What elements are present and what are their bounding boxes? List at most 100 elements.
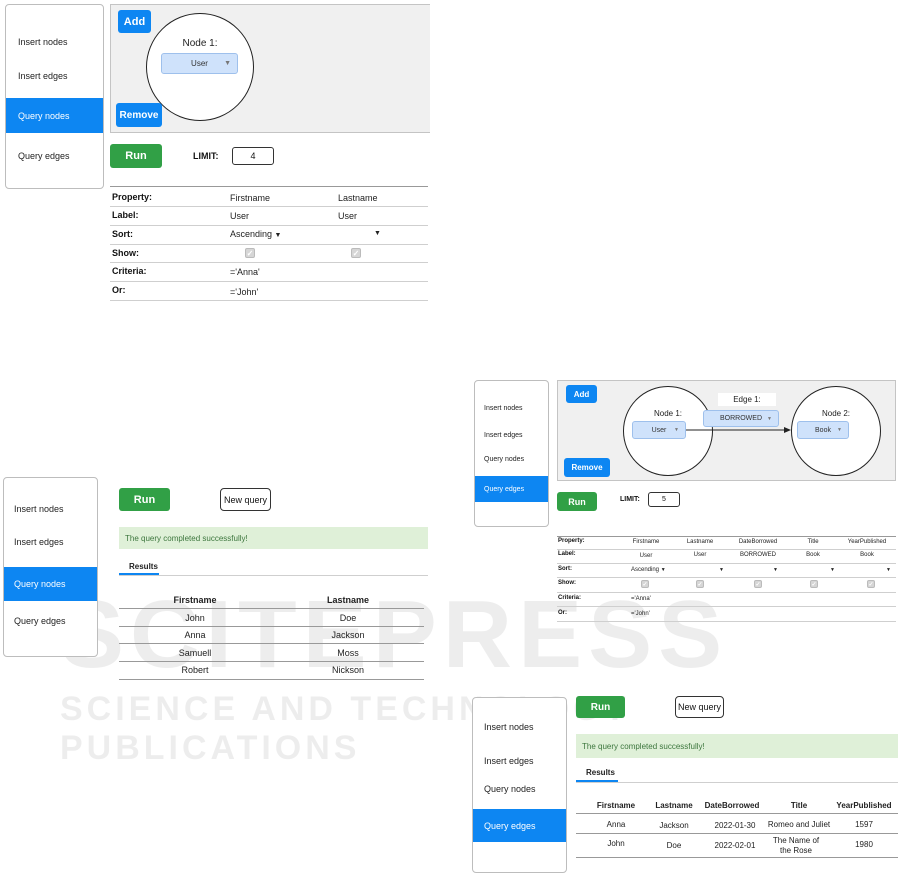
cell-label: BORROWED bbox=[740, 552, 776, 558]
node2-title: Node 2: bbox=[821, 409, 851, 418]
criteria-input[interactable]: ='Anna' bbox=[230, 267, 260, 277]
or-input[interactable]: ='John' bbox=[631, 611, 650, 617]
results-cell: Doe bbox=[339, 613, 357, 623]
sidebar-br: Insert nodes Insert edges Query nodes Qu… bbox=[472, 697, 567, 873]
show-checkbox[interactable]: ✓ bbox=[641, 580, 649, 588]
show-checkbox[interactable]: ✓ bbox=[351, 248, 361, 258]
row-rule bbox=[119, 661, 424, 662]
sidebar-item-insert-nodes[interactable]: Insert nodes bbox=[484, 404, 523, 412]
row-rule bbox=[110, 300, 428, 301]
results-cell: Romeo and Juliet bbox=[767, 820, 831, 829]
sidebar-item-query-edges[interactable]: Query edges bbox=[473, 809, 566, 842]
row-rule bbox=[557, 577, 896, 578]
tab-results[interactable]: Results bbox=[129, 562, 158, 571]
sort-select[interactable]: ▼ bbox=[719, 567, 724, 573]
show-checkbox[interactable]: ✓ bbox=[867, 580, 875, 588]
check-icon: ✓ bbox=[697, 581, 703, 588]
results-cell: Anna bbox=[606, 820, 626, 829]
sort-select[interactable]: Ascending ▼ bbox=[631, 567, 666, 573]
check-icon: ✓ bbox=[352, 248, 360, 258]
node-type-select[interactable]: User▼ bbox=[161, 53, 238, 74]
sidebar-item-query-edges[interactable]: Query edges bbox=[475, 476, 548, 502]
sidebar-item-query-edges[interactable]: Query edges bbox=[14, 616, 66, 626]
sidebar-item-insert-nodes[interactable]: Insert nodes bbox=[18, 37, 68, 47]
cell-label: Book bbox=[860, 552, 874, 558]
node2-select[interactable]: Book▼ bbox=[797, 421, 849, 439]
sidebar-item-insert-nodes[interactable]: Insert nodes bbox=[484, 722, 534, 732]
or-input[interactable]: ='John' bbox=[230, 287, 259, 297]
sort-select[interactable]: Ascending ▼ bbox=[230, 229, 282, 239]
criteria-input[interactable]: ='Anna' bbox=[631, 596, 651, 602]
remove-button[interactable]: Remove bbox=[564, 458, 610, 477]
sidebar-item-insert-edges[interactable]: Insert edges bbox=[14, 537, 64, 547]
results-cell: 1597 bbox=[855, 820, 873, 829]
sidebar-item-query-edges[interactable]: Query edges bbox=[18, 151, 70, 161]
sidebar-item-insert-edges[interactable]: Insert edges bbox=[484, 756, 534, 766]
edge1-select[interactable]: BORROWED▼ bbox=[703, 410, 779, 427]
run-button[interactable]: Run bbox=[110, 144, 162, 168]
sidebar-item-query-nodes[interactable]: Query nodes bbox=[6, 98, 103, 133]
tab-results-underline bbox=[576, 780, 618, 782]
row-rule bbox=[110, 206, 428, 207]
results-header: Firstname bbox=[596, 801, 636, 810]
cell-label: Book bbox=[806, 552, 820, 558]
limit-input[interactable]: 5 bbox=[648, 492, 680, 507]
cell-property: Lastname bbox=[686, 539, 714, 545]
cell-property: Title bbox=[807, 539, 819, 545]
caret-down-icon: ▼ bbox=[719, 567, 724, 573]
cell-property: DateBorrowed bbox=[738, 539, 778, 545]
add-button[interactable]: Add bbox=[566, 385, 597, 403]
header-rule bbox=[576, 813, 898, 814]
show-checkbox[interactable]: ✓ bbox=[245, 248, 255, 258]
show-checkbox[interactable]: ✓ bbox=[810, 580, 818, 588]
node1-select[interactable]: User▼ bbox=[632, 421, 686, 439]
results-cell: 2022-02-01 bbox=[714, 841, 756, 850]
cell-property: Lastname bbox=[338, 193, 378, 203]
tab-results-underline bbox=[119, 573, 159, 575]
show-checkbox[interactable]: ✓ bbox=[754, 580, 762, 588]
row-label-property: Property: bbox=[112, 192, 153, 202]
row-rule bbox=[557, 592, 896, 593]
tab-rule bbox=[576, 782, 898, 783]
limit-input[interactable]: 4 bbox=[232, 147, 274, 165]
tab-results[interactable]: Results bbox=[586, 768, 615, 777]
sort-select[interactable]: ▼ bbox=[830, 567, 835, 573]
sidebar-item-query-nodes[interactable]: Query nodes bbox=[484, 784, 536, 794]
results-header: Lastname bbox=[655, 801, 693, 810]
tab-rule bbox=[119, 575, 428, 576]
add-button[interactable]: Add bbox=[118, 10, 151, 33]
check-icon: ✓ bbox=[642, 581, 648, 588]
results-cell: Nickson bbox=[331, 665, 364, 675]
row-label-sort: Sort: bbox=[558, 566, 572, 572]
cell-label: User bbox=[693, 552, 707, 558]
caret-down-icon: ▼ bbox=[374, 230, 381, 237]
run-button[interactable]: Run bbox=[576, 696, 625, 718]
sidebar-item-insert-edges[interactable]: Insert edges bbox=[18, 71, 68, 81]
run-button[interactable]: Run bbox=[557, 492, 597, 511]
row-rule bbox=[557, 549, 896, 550]
new-query-button[interactable]: New query bbox=[220, 488, 271, 511]
run-button[interactable]: Run bbox=[119, 488, 170, 511]
remove-button[interactable]: Remove bbox=[116, 103, 162, 127]
results-header: YearPublished bbox=[836, 801, 892, 810]
sort-select[interactable]: ▼ bbox=[886, 567, 891, 573]
row-label-property: Property: bbox=[558, 538, 585, 544]
sidebar-item-query-nodes[interactable]: Query nodes bbox=[484, 455, 525, 463]
sort-select[interactable]: ▼ bbox=[374, 230, 381, 237]
cell-label: User bbox=[639, 553, 653, 559]
cell-label: User bbox=[230, 211, 250, 221]
sidebar-item-query-nodes[interactable]: Query nodes bbox=[4, 567, 97, 601]
results-cell: Moss bbox=[337, 648, 359, 658]
results-header: Title bbox=[790, 801, 808, 810]
row-label-label: Label: bbox=[558, 551, 576, 557]
sort-select[interactable]: ▼ bbox=[773, 567, 778, 573]
check-icon: ✓ bbox=[868, 581, 874, 588]
check-icon: ✓ bbox=[811, 581, 817, 588]
sidebar-item-insert-edges[interactable]: Insert edges bbox=[484, 431, 523, 439]
new-query-button[interactable]: New query bbox=[675, 696, 724, 718]
check-icon: ✓ bbox=[755, 581, 761, 588]
sidebar-item-insert-nodes[interactable]: Insert nodes bbox=[14, 504, 64, 514]
cell-label: User bbox=[338, 211, 358, 221]
caret-down-icon: ▼ bbox=[224, 60, 231, 67]
show-checkbox[interactable]: ✓ bbox=[696, 580, 704, 588]
